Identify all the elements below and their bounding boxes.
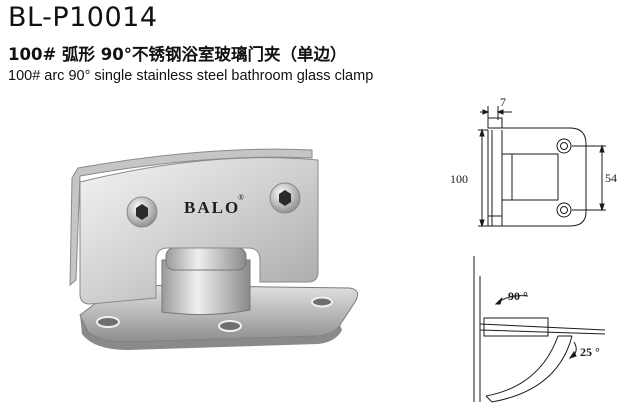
technical-drawing: 7 100 54 90 ° 25 ° bbox=[450, 95, 617, 403]
dimension-7-label: 7 bbox=[500, 95, 506, 109]
mount-hole-icon bbox=[96, 316, 120, 328]
hinge-block bbox=[161, 247, 251, 316]
side-view bbox=[473, 256, 606, 403]
brand-logo: BALO bbox=[184, 198, 240, 217]
front-view bbox=[478, 106, 606, 228]
mount-hole-icon bbox=[311, 296, 333, 308]
angle-25-label: 25 ° bbox=[580, 345, 600, 359]
dimension-100-label: 100 bbox=[450, 172, 468, 186]
product-photo: BALO ® bbox=[69, 148, 359, 350]
clamp-plate bbox=[79, 157, 319, 305]
product-title-chinese: 100# 弧形 90°不锈钢浴室玻璃门夹（单边） bbox=[8, 45, 347, 64]
angle-90-label: 90 ° bbox=[508, 289, 528, 303]
product-title-english: 100# arc 90° single stainless steel bath… bbox=[8, 68, 374, 84]
mount-hole-icon bbox=[218, 320, 242, 332]
brand-registered-mark: ® bbox=[238, 193, 244, 202]
product-model: BL-P10014 bbox=[8, 2, 158, 33]
screw-left-icon bbox=[126, 196, 158, 228]
screw-right-icon bbox=[269, 182, 301, 214]
dimension-54-label: 54 bbox=[605, 171, 617, 185]
